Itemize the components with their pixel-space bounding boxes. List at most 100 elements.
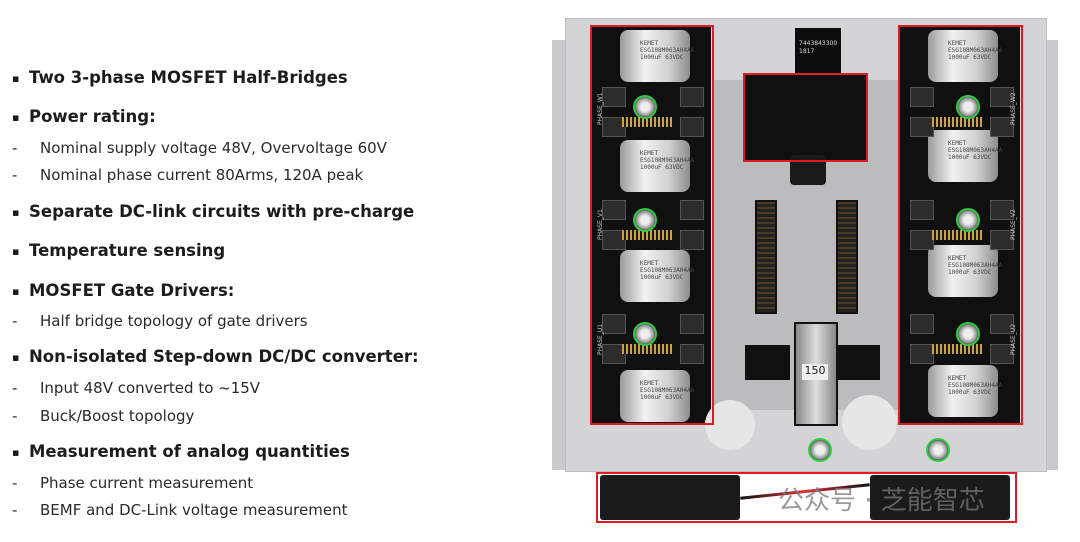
mosfet	[990, 87, 1014, 107]
phase-terminal-marker	[633, 322, 657, 346]
dc-link-capacitor: KEMET ESG108M063AH4AA 1000uF 63VDC	[620, 140, 694, 192]
cap-label: KEMET ESG108M063AH4AA 1000uF 63VDC	[948, 255, 1003, 276]
highlight-fans	[596, 472, 1017, 523]
phase-terminal-marker	[633, 208, 657, 232]
dash-marker: -	[12, 312, 18, 330]
dc-link-capacitor: KEMET ESG108M063AH4AA 1000uF 63VDC	[928, 245, 1002, 297]
dc-link-capacitor: KEMET ESG108M063AH4AA 1000uF 63VDC	[928, 130, 1002, 182]
item-text: Measurement of analog quantities	[29, 442, 350, 461]
terminal-marker	[926, 438, 950, 462]
cap-label: KEMET ESG108M063AH4AA 1000uF 63VDC	[948, 140, 1003, 161]
phase-terminal-marker	[956, 322, 980, 346]
bullet-marker: ▪	[12, 72, 20, 85]
item-text: Half bridge topology of gate drivers	[40, 312, 308, 330]
mosfet	[602, 230, 626, 250]
cooling-fan-left	[600, 475, 740, 520]
item-text: MOSFET Gate Drivers:	[29, 281, 235, 300]
bullet-marker: ▪	[12, 351, 20, 364]
bullet-marker: ▪	[12, 206, 20, 219]
mosfet	[680, 314, 704, 334]
mosfet	[910, 117, 934, 137]
mosfet	[680, 87, 704, 107]
mosfet	[602, 117, 626, 137]
dash-marker: -	[12, 474, 18, 492]
phase-terminal-marker	[633, 95, 657, 119]
dash-marker: -	[12, 501, 18, 519]
bullet-marker: ▪	[12, 111, 20, 124]
terminal-marker	[808, 438, 832, 462]
dc-link-capacitor: KEMET ESG108M063AH4AA 1000uF 63VDC	[620, 30, 694, 82]
mosfet	[680, 344, 704, 364]
gate-driver-traces	[622, 344, 672, 354]
standoff-right	[842, 395, 897, 450]
mosfet	[602, 87, 626, 107]
cap-label: KEMET ESG108M063AH4AA 1000uF 63VDC	[640, 150, 695, 171]
item-text: BEMF and DC-Link voltage measurement	[40, 501, 348, 519]
cap-label: KEMET ESG108M063AH4AA 1000uF 63VDC	[948, 40, 1003, 61]
mosfet	[990, 344, 1014, 364]
item-text: Power rating:	[29, 107, 156, 126]
dc-link-capacitor: KEMET ESG108M063AH4AA 1000uF 63VDC	[928, 365, 1002, 417]
cap-label: KEMET ESG108M063AH4AA 1000uF 63VDC	[640, 260, 695, 281]
dc-link-capacitor: KEMET ESG108M063AH4AA 1000uF 63VDC	[928, 30, 1002, 82]
item-text: Nominal phase current 80Arms, 120A peak	[40, 166, 364, 184]
bullet-marker: ▪	[12, 245, 20, 258]
gate-driver-traces	[932, 344, 982, 354]
mosfet	[990, 200, 1014, 220]
mosfet	[990, 117, 1014, 137]
mosfet	[602, 200, 626, 220]
mosfet	[602, 344, 626, 364]
dc-link-capacitor: KEMET ESG108M063AH4AA 1000uF 63VDC	[620, 370, 694, 422]
dash-marker: -	[12, 166, 18, 184]
plate-edge-right	[1044, 40, 1058, 470]
highlight-right-stage	[898, 25, 1023, 425]
mosfet	[990, 230, 1014, 250]
item-text: Separate DC-link circuits with pre-charg…	[29, 202, 415, 221]
cap-label: KEMET ESG108M063AH4AA 1000uF 63VDC	[948, 375, 1003, 396]
gate-driver-traces	[622, 117, 672, 127]
highlight-left-stage	[590, 25, 714, 425]
dcdc-converter-board	[745, 75, 866, 160]
dc-link-capacitor: KEMET ESG108M063AH4AA 1000uF 63VDC	[620, 250, 694, 302]
mosfet	[910, 200, 934, 220]
bullet-marker: ▪	[12, 285, 20, 298]
mosfet	[910, 87, 934, 107]
connector-right	[836, 200, 858, 314]
gate-driver-traces	[932, 117, 982, 127]
cap-label: KEMET ESG108M063AH4AA 1000uF 63VDC	[640, 40, 695, 61]
transformer-module: 7443843300 1817	[795, 28, 841, 76]
mosfet	[910, 314, 934, 334]
watermark: 公众号 · 芝能智芯	[778, 486, 985, 516]
dash-marker: -	[12, 407, 18, 425]
connector-left	[755, 200, 777, 314]
mosfet	[680, 230, 704, 250]
item-text: Nominal supply voltage 48V, Overvoltage …	[40, 139, 387, 157]
mosfet	[910, 230, 934, 250]
mosfet	[602, 314, 626, 334]
item-text: Temperature sensing	[29, 241, 226, 260]
precharge-mosfet-right	[835, 345, 880, 380]
item-text: Phase current measurement	[40, 474, 254, 492]
mosfet	[680, 117, 704, 137]
bus-bar: 150	[794, 322, 838, 426]
item-text: Two 3-phase MOSFET Half-Bridges	[29, 68, 348, 87]
item-text: Buck/Boost topology	[40, 407, 195, 425]
item-text: Non-isolated Step-down DC/DC converter:	[29, 347, 419, 366]
precharge-mosfet-left	[745, 345, 790, 380]
mosfet	[990, 314, 1014, 334]
bullet-marker: ▪	[12, 446, 20, 459]
cap-label: KEMET ESG108M063AH4AA 1000uF 63VDC	[640, 380, 695, 401]
dash-marker: -	[12, 139, 18, 157]
gate-driver-traces	[932, 230, 982, 240]
phase-terminal-marker	[956, 95, 980, 119]
gate-driver-traces	[622, 230, 672, 240]
cooling-fan-right	[870, 475, 1010, 520]
item-text: Input 48V converted to ~15V	[40, 379, 261, 397]
dash-marker: -	[12, 379, 18, 397]
mosfet	[910, 344, 934, 364]
mosfet	[680, 200, 704, 220]
fuse-label: 150	[802, 364, 828, 380]
phase-terminal-marker	[956, 208, 980, 232]
plate-edge-left	[552, 40, 566, 470]
highlight-dcdc	[743, 73, 868, 162]
